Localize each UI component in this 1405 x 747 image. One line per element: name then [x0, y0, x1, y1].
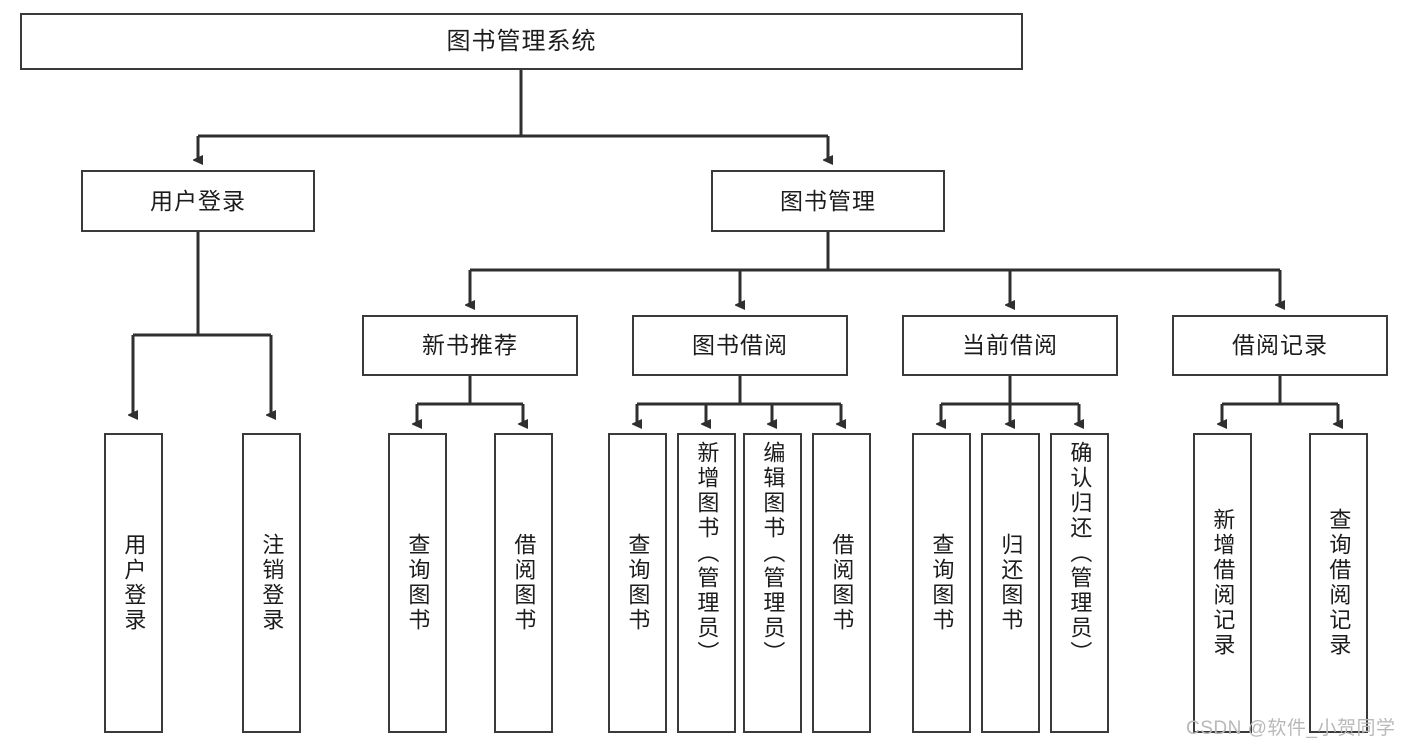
node-root-label: 图书管理系统	[446, 27, 597, 55]
node-leaf-query-book-1[interactable]: 查询图书	[388, 433, 447, 733]
node-leaf-add-book-label: 新增图书（管理员）	[694, 441, 720, 666]
node-book-borrow-label: 图书借阅	[692, 332, 788, 359]
node-root[interactable]: 图书管理系统	[20, 13, 1023, 70]
node-book-borrow[interactable]: 图书借阅	[632, 315, 848, 376]
node-current-borrow[interactable]: 当前借阅	[902, 315, 1118, 376]
node-leaf-user-login-label: 用户登录	[121, 533, 147, 633]
node-leaf-add-record-label: 新增借阅记录	[1210, 508, 1236, 658]
node-leaf-return-book[interactable]: 归还图书	[981, 433, 1040, 733]
node-leaf-query-book-2-label: 查询图书	[625, 533, 651, 633]
node-leaf-query-record-label: 查询借阅记录	[1326, 508, 1352, 658]
node-leaf-borrow-book-2[interactable]: 借阅图书	[812, 433, 871, 733]
node-leaf-borrow-book-2-label: 借阅图书	[829, 533, 855, 633]
node-leaf-query-book-1-label: 查询图书	[405, 533, 431, 633]
node-borrow-record[interactable]: 借阅记录	[1172, 315, 1388, 376]
node-user-login[interactable]: 用户登录	[81, 170, 315, 232]
node-book-manage-label: 图书管理	[780, 187, 876, 214]
node-leaf-return-book-label: 归还图书	[998, 533, 1024, 633]
node-leaf-query-record[interactable]: 查询借阅记录	[1309, 433, 1368, 733]
watermark-text: CSDN @软件_小贺同学	[1186, 718, 1396, 739]
node-current-borrow-label: 当前借阅	[962, 332, 1058, 359]
node-leaf-add-book[interactable]: 新增图书（管理员）	[677, 433, 736, 733]
node-leaf-confirm-return[interactable]: 确认归还（管理员）	[1050, 433, 1109, 733]
node-new-book-recommend-label: 新书推荐	[422, 332, 518, 359]
node-user-login-label: 用户登录	[150, 187, 246, 214]
node-leaf-query-book-3[interactable]: 查询图书	[912, 433, 971, 733]
node-leaf-confirm-return-label: 确认归还（管理员）	[1067, 441, 1093, 666]
node-leaf-edit-book-label: 编辑图书（管理员）	[760, 441, 786, 666]
node-leaf-logout-label: 注销登录	[259, 533, 285, 633]
node-leaf-logout[interactable]: 注销登录	[242, 433, 301, 733]
node-borrow-record-label: 借阅记录	[1232, 332, 1328, 359]
node-leaf-query-book-2[interactable]: 查询图书	[608, 433, 667, 733]
node-leaf-user-login[interactable]: 用户登录	[104, 433, 163, 733]
node-leaf-borrow-book-1[interactable]: 借阅图书	[494, 433, 553, 733]
node-leaf-query-book-3-label: 查询图书	[929, 533, 955, 633]
node-book-manage[interactable]: 图书管理	[711, 170, 945, 232]
node-new-book-recommend[interactable]: 新书推荐	[362, 315, 578, 376]
node-leaf-add-record[interactable]: 新增借阅记录	[1193, 433, 1252, 733]
node-leaf-borrow-book-1-label: 借阅图书	[511, 533, 537, 633]
node-leaf-edit-book[interactable]: 编辑图书（管理员）	[743, 433, 802, 733]
